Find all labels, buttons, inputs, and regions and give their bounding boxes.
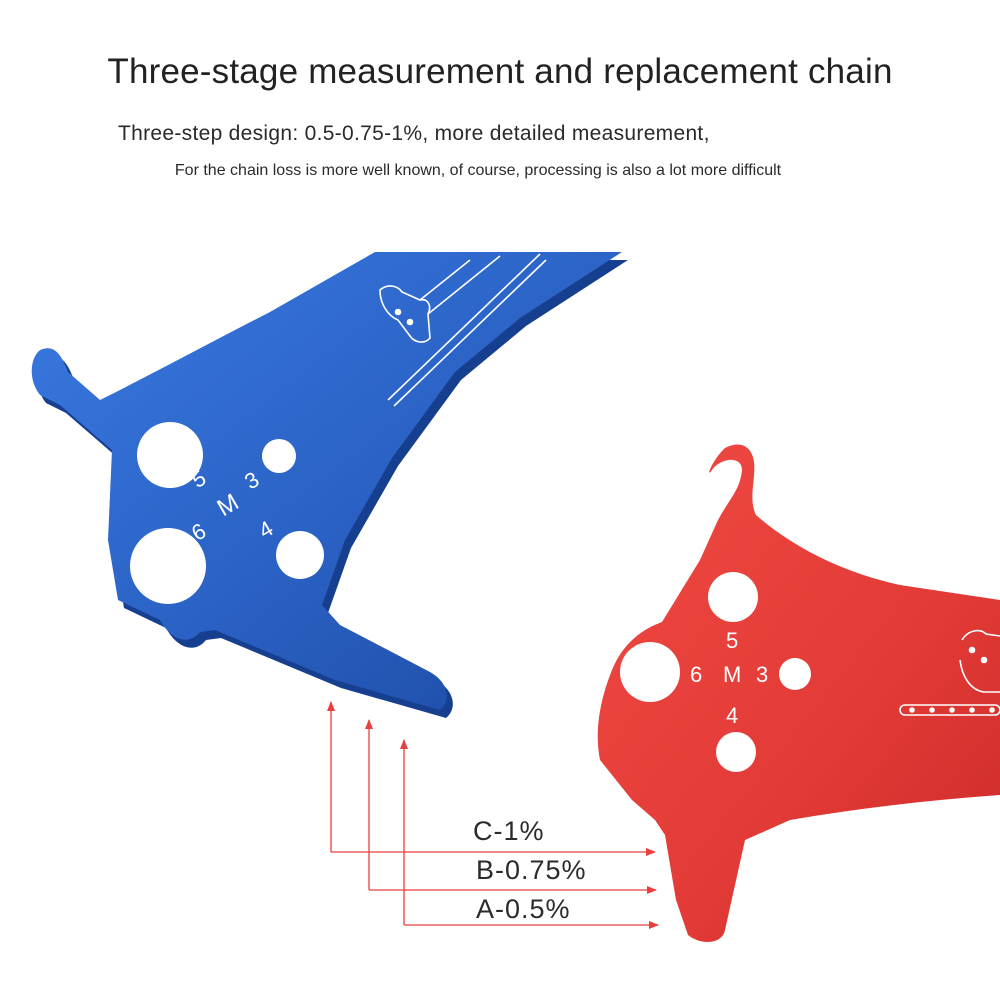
red-mark-m: M — [723, 662, 741, 687]
measurement-arrows — [327, 701, 659, 929]
red-chain-checker: 5 6 M 3 4 — [597, 444, 1000, 942]
headline: Three-stage measurement and replacement … — [107, 52, 893, 91]
red-chain-engraving — [899, 629, 1000, 716]
blue-hole-small-top — [262, 439, 296, 473]
label-c-1-percent: C-1% — [473, 816, 545, 846]
label-a-0-5-percent: A-0.5% — [476, 894, 571, 924]
blue-hole-large-top — [137, 422, 203, 488]
label-b-0-75-percent: B-0.75% — [476, 855, 587, 885]
blue-chain-engraving — [379, 253, 547, 407]
red-hole-left — [620, 642, 680, 702]
red-hole-right — [779, 658, 811, 690]
red-mark-6: 6 — [690, 662, 702, 687]
subtitle: Three-step design: 0.5-0.75-1%, more det… — [118, 122, 710, 145]
red-mark-5: 5 — [726, 628, 738, 653]
blue-hole-small-bottom — [276, 531, 324, 579]
blue-hole-large-bottom — [130, 528, 206, 604]
red-tool-body — [597, 444, 1000, 942]
caption: For the chain loss is more well known, o… — [174, 162, 782, 179]
red-mark-3: 3 — [756, 662, 768, 687]
red-hole-top — [708, 572, 758, 622]
red-mark-4: 4 — [726, 703, 738, 728]
blue-chain-checker: 5 3 M 6 4 — [31, 252, 628, 718]
red-hole-bottom — [716, 732, 756, 772]
